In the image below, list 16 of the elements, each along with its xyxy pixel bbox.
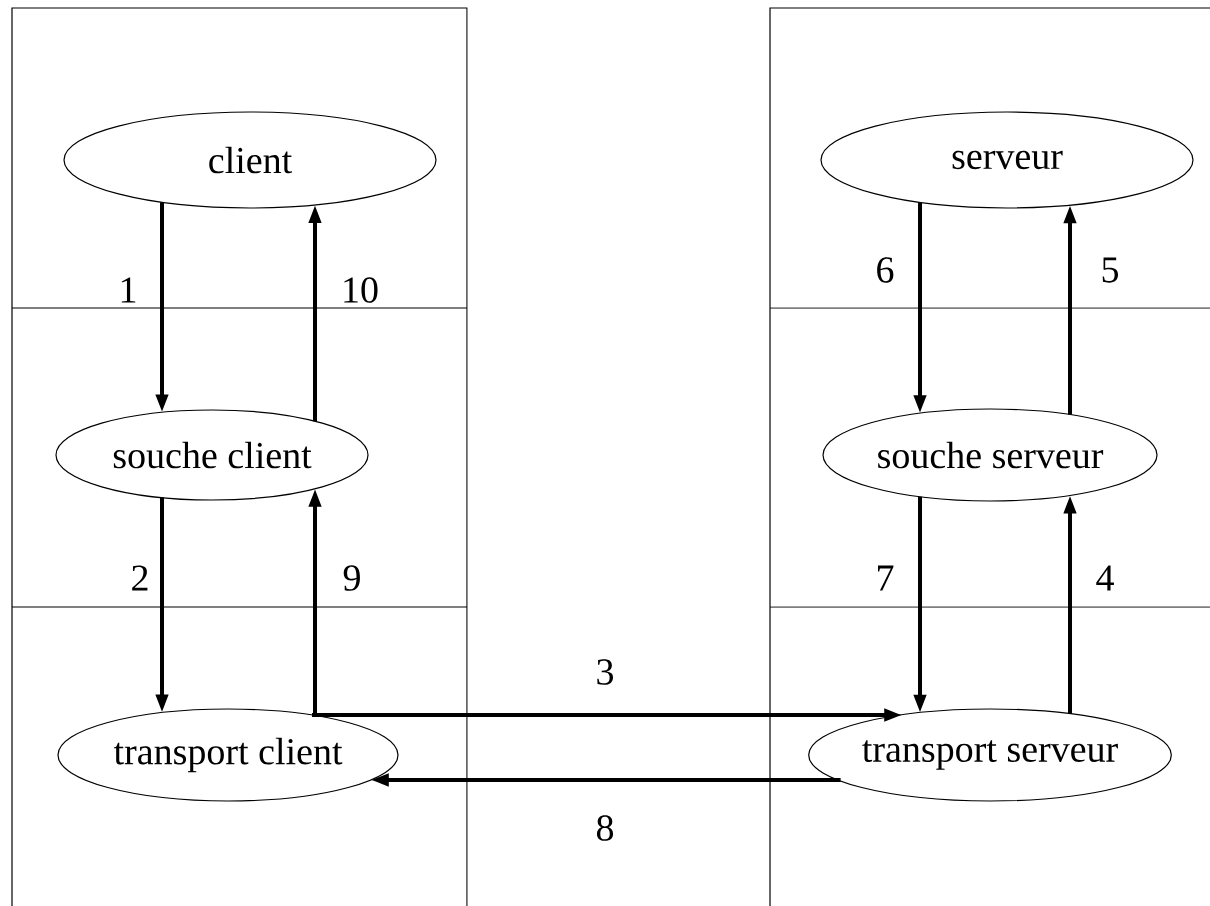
ellipse-node: souche client <box>55 409 369 501</box>
edge-label: 4 <box>1096 565 1114 591</box>
edge-label: 10 <box>344 277 378 303</box>
ellipse-node: client <box>63 111 437 209</box>
edge-label: 3 <box>597 659 613 685</box>
edge-label: 8 <box>596 815 614 841</box>
edge-label: 1 <box>121 277 136 303</box>
ellipse-node: transport serveur <box>808 708 1172 802</box>
edge-label: 6 <box>877 257 894 283</box>
edge-label: 7 <box>878 565 894 591</box>
edge-label: 2 <box>132 565 148 591</box>
edge-label: 9 <box>343 565 360 591</box>
ellipse-node: serveur <box>820 111 1194 209</box>
ellipse-node: souche serveur <box>822 408 1158 502</box>
ellipse-node: transport client <box>57 708 399 802</box>
edge-label: 5 <box>1102 257 1118 283</box>
